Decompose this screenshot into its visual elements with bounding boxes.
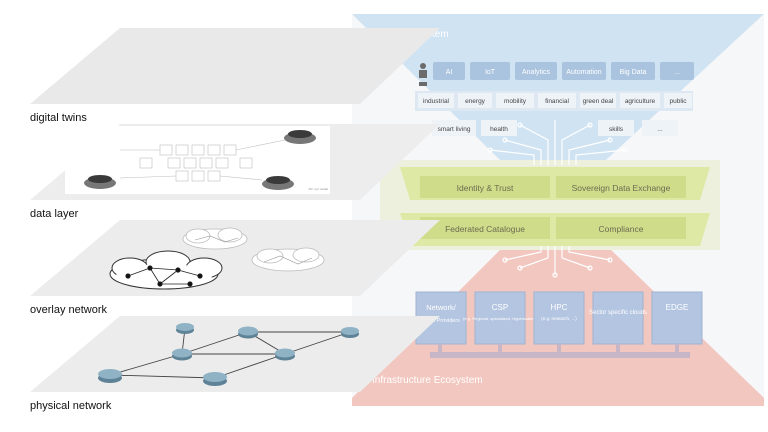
band-identity-sovereign: Identity & Trust Sovereign Data Exchange <box>400 167 710 200</box>
domain-greendeal-box <box>580 93 616 108</box>
data-cube-grid <box>119 139 286 182</box>
federated-catalogue-box <box>420 217 550 239</box>
tech-automation-label: Automation <box>566 69 602 76</box>
infra-sector-title: Sector specific clouds <box>589 310 647 316</box>
domain-financial-label: financial <box>545 98 569 105</box>
tech-iot-box <box>470 62 510 80</box>
compliance-box <box>556 217 686 239</box>
domain-energy-box <box>458 93 492 108</box>
infra-hpc-sub: (e.g. research, ...) <box>541 316 577 321</box>
tech-more-box <box>660 62 694 80</box>
router-icon <box>238 326 258 339</box>
infra-hpc-box <box>533 291 585 345</box>
router-icon <box>98 369 122 383</box>
domain-row-2: smart living health skills ... <box>432 120 678 136</box>
digital-twins-plane <box>30 28 440 104</box>
layer-label-physical-network: physical network <box>30 400 112 412</box>
circuit-tree-lower <box>502 246 613 278</box>
infra-hpc-title: HPC <box>551 303 568 312</box>
connector-stub <box>498 344 502 354</box>
infra-edge-title: EDGE <box>666 303 689 312</box>
domain-smartliving-label: smart living <box>438 126 471 133</box>
layer-label-overlay-network: overlay network <box>30 304 108 316</box>
infrastructure-ecosystem-title: Infrastructure Ecosystem <box>372 375 483 386</box>
sovereign-data-label: Sovereign Data Exchange <box>572 183 671 193</box>
domain-health-box <box>481 120 517 136</box>
top-wedge <box>352 14 764 165</box>
tech-analytics-label: Analytics <box>522 69 551 76</box>
sovereign-data-box <box>556 176 686 198</box>
domain-mobility-box <box>496 93 534 108</box>
tech-row: AI IoT Analytics Automation Big Data ... <box>433 62 694 80</box>
infra-csp-title: CSP <box>492 303 508 312</box>
domain-financial-box <box>538 93 576 108</box>
storage-cluster-icon <box>262 176 294 190</box>
tech-bigdata-label: Big Data <box>620 69 647 76</box>
ecosystem-title: tem <box>432 29 449 40</box>
infra-network-sub: Com. Providers <box>422 318 460 324</box>
tech-iot-label: IoT <box>485 69 496 76</box>
domain-agriculture-label: agriculture <box>625 98 656 105</box>
infra-connector <box>430 344 690 358</box>
tech-more-label: ... <box>674 69 680 76</box>
domain-health-label: health <box>490 126 508 133</box>
connector-stub <box>616 344 620 354</box>
infra-csp-sub: (e.g. Regional, specialized, Hyperscaler… <box>463 316 537 321</box>
data-layer-caption: Pic: xyz model <box>309 187 329 191</box>
tech-ai-label: AI <box>446 69 453 76</box>
domain-row-1: industrial energy mobility financial gre… <box>415 91 693 111</box>
compliance-label: Compliance <box>599 224 644 234</box>
domain-energy-label: energy <box>465 98 486 105</box>
router-icon <box>275 348 295 361</box>
router-icon <box>172 348 192 361</box>
infra-network-title: Network/ <box>426 303 457 312</box>
infra-boxes: Network/ Com. Providers CSP (e.g. Region… <box>415 291 703 345</box>
tech-ai-box <box>433 62 465 80</box>
domain-agriculture-box <box>620 93 660 108</box>
band-catalogue-compliance: Federated Catalogue Compliance <box>400 213 710 246</box>
connector-stub <box>557 344 561 354</box>
layer-label-digital-twins: digital twins <box>30 112 87 124</box>
domain-mobility-label: mobility <box>504 98 527 105</box>
physical-network-routers <box>98 323 359 386</box>
domain-more-label: ... <box>657 126 663 133</box>
overlay-network-clouds <box>109 227 325 290</box>
domain-smartliving-box <box>432 120 476 136</box>
federated-catalogue-label: Federated Catalogue <box>445 224 525 234</box>
connector-stub <box>438 344 442 354</box>
layer-label-data-layer: data layer <box>30 208 79 220</box>
tech-analytics-box <box>515 62 557 80</box>
domain-greendeal-label: green deal <box>583 98 614 105</box>
domain-industrial-box <box>418 93 454 108</box>
infra-sector-box <box>592 291 644 345</box>
person-icon <box>419 63 427 86</box>
cloud-icon <box>109 250 223 290</box>
domain-industrial-label: industrial <box>423 98 450 105</box>
tech-bigdata-box <box>611 62 655 80</box>
storage-cluster-icon <box>284 130 316 144</box>
cloud-icon <box>182 227 248 250</box>
router-icon <box>176 323 194 334</box>
router-icon <box>203 372 227 386</box>
infra-connector-bar <box>430 352 690 358</box>
domain-public-box <box>664 93 692 108</box>
cloud-icon <box>251 247 325 272</box>
connector-stub <box>675 344 679 354</box>
domain-more-box <box>642 120 678 136</box>
identity-trust-box <box>420 176 550 198</box>
circuit-tree-upper <box>487 120 628 165</box>
storage-cluster-icon <box>84 175 116 189</box>
domain-public-label: public <box>670 98 688 105</box>
router-icon <box>341 327 359 338</box>
tech-automation-box <box>562 62 606 80</box>
identity-trust-label: Identity & Trust <box>457 183 514 193</box>
domain-skills-box <box>598 120 634 136</box>
data-layer-illustration: Pic: xyz model <box>65 126 330 194</box>
domain-skills-label: skills <box>609 126 624 133</box>
